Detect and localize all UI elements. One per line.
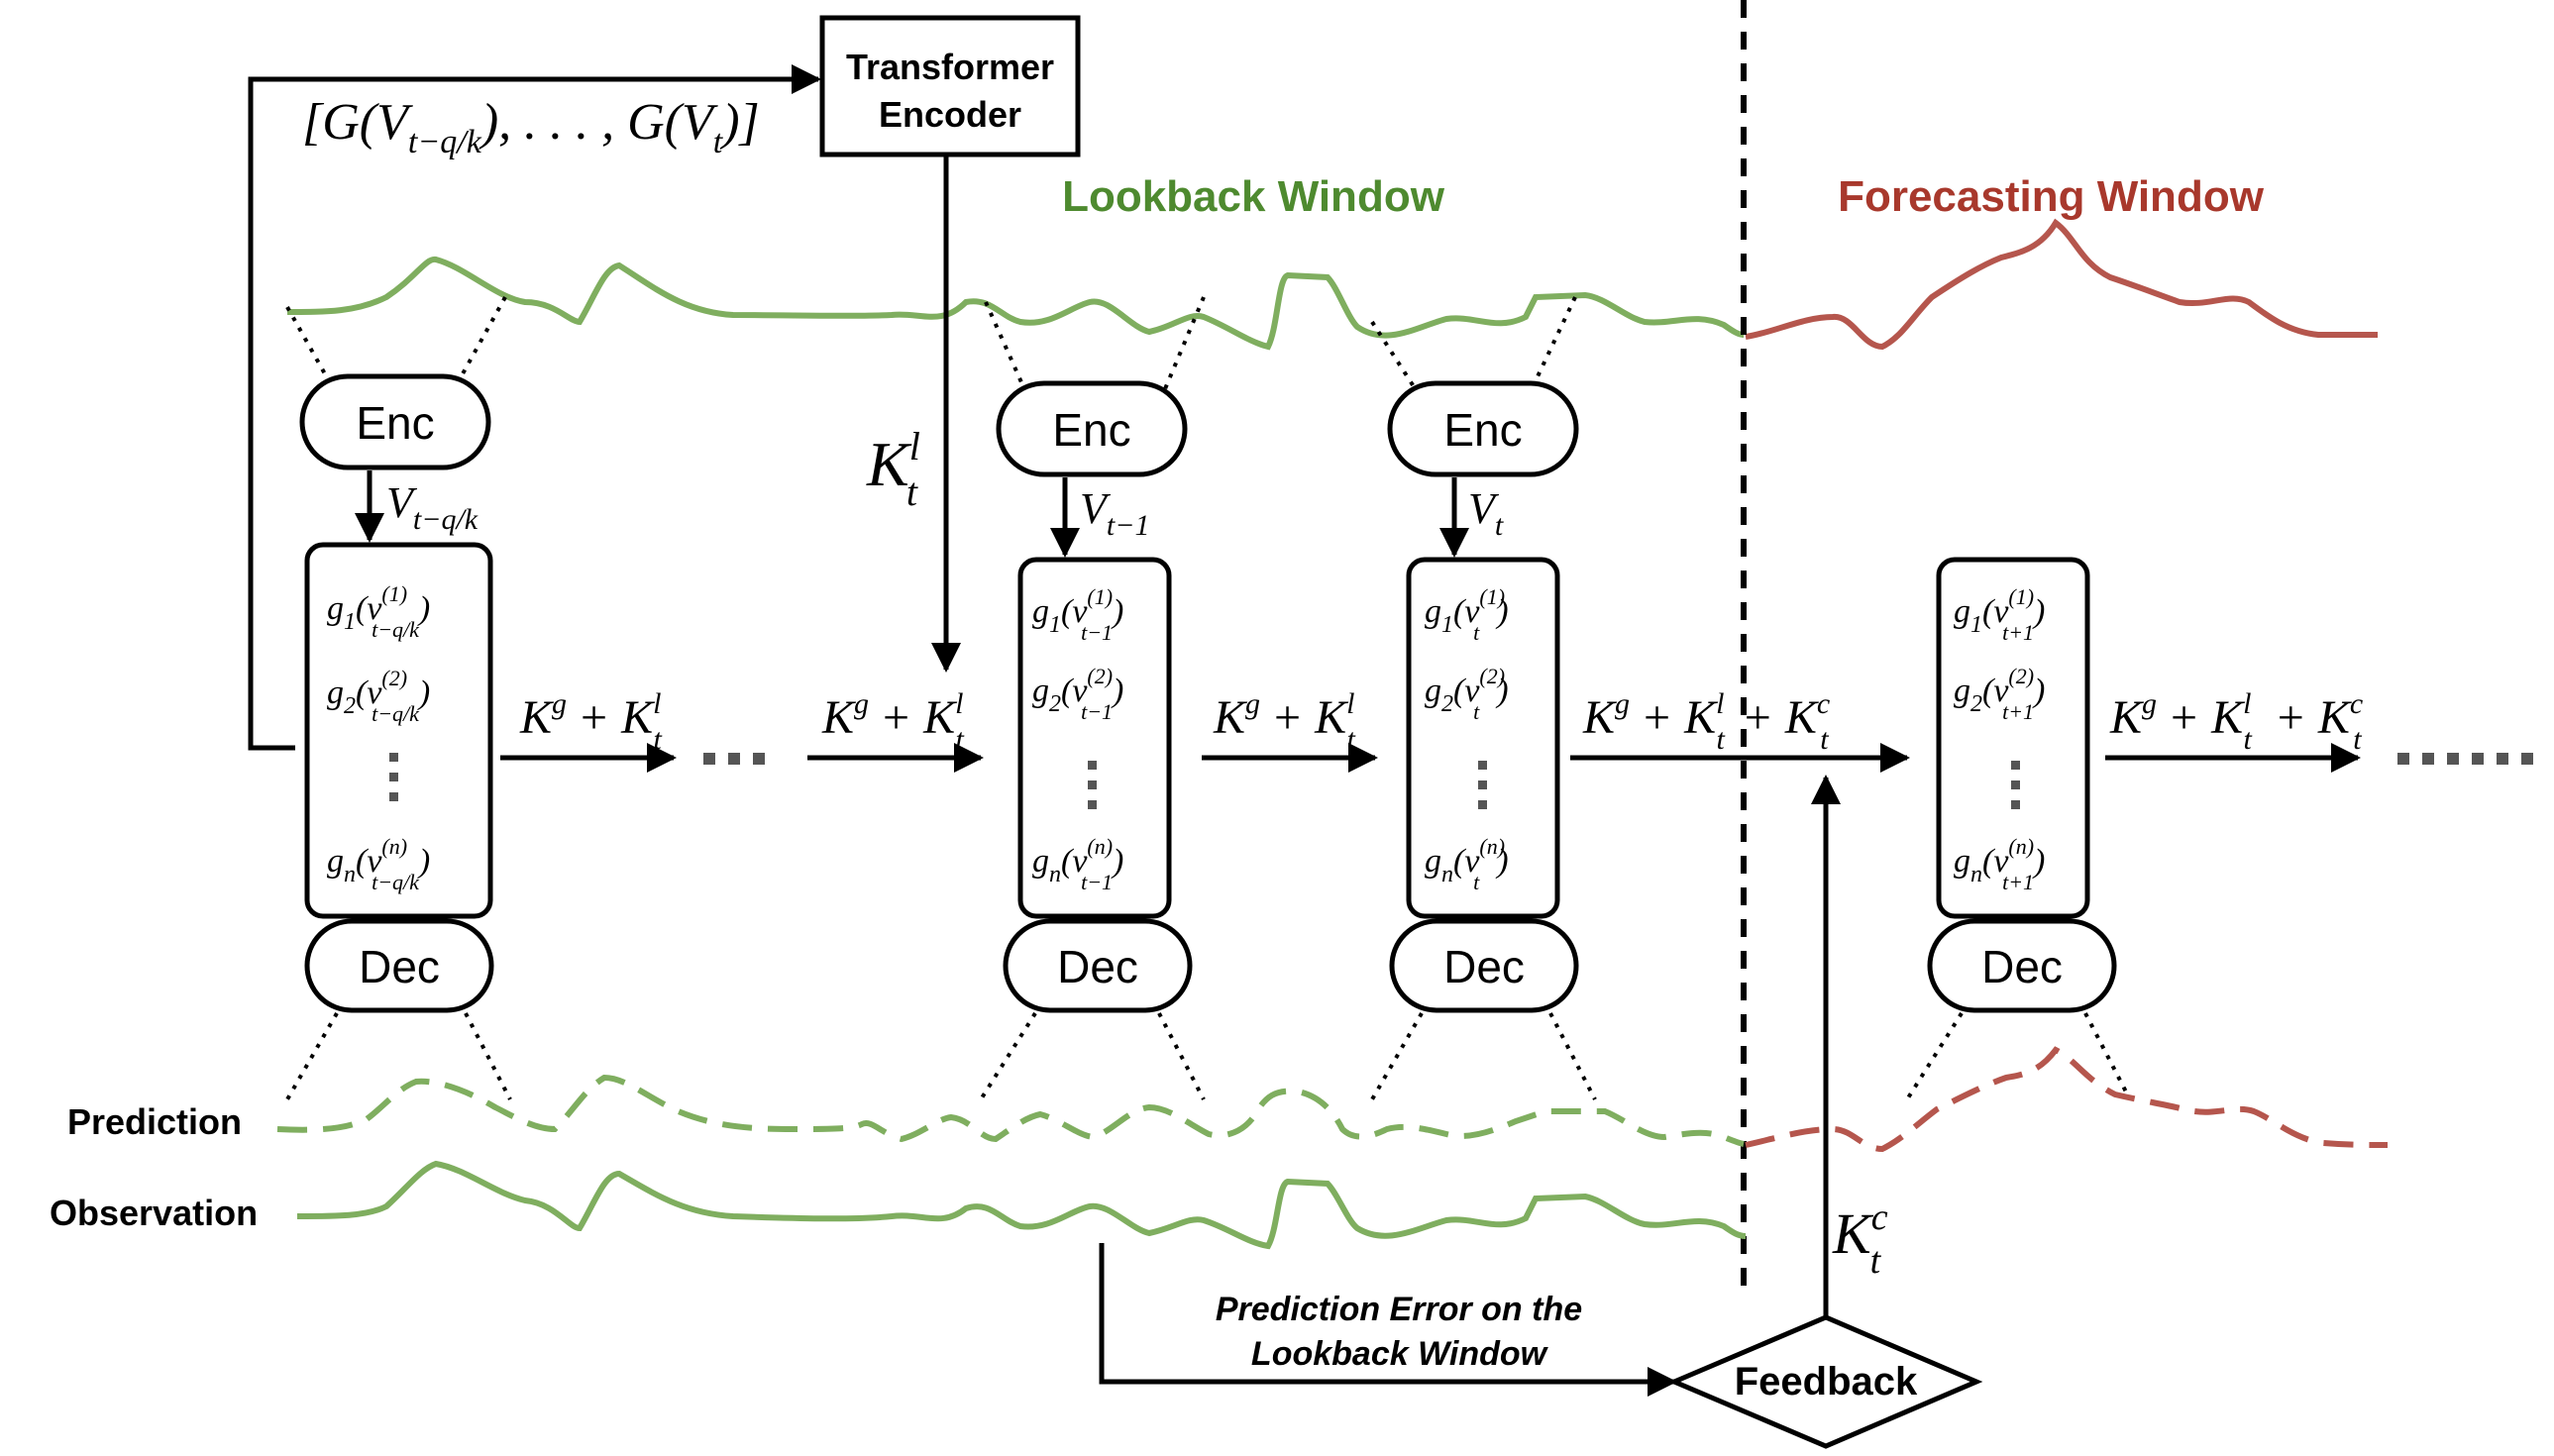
decoder-t-label: Dec — [1443, 941, 1525, 992]
module-stack-tminus1 — [1017, 557, 1172, 919]
module-stack-tplus1 — [1936, 557, 2090, 919]
module-row-n: gn(v(n)t+1) — [1954, 834, 2045, 894]
module-row-2: g2(v(2)t) — [1425, 664, 1509, 724]
decoder-tplus1-label: Dec — [1981, 941, 2063, 992]
module-row-n: gn(v(n)t−q/k) — [327, 834, 430, 894]
block-column-t: Enc Vt g1(v(1)t) g2(v(2)t) gn(v(n)t) Dec — [1387, 380, 1579, 1013]
encoder-projection-lines — [285, 296, 1577, 393]
lookback-observation-series — [296, 1160, 1747, 1250]
encoder-first-label: Enc — [356, 397, 434, 449]
transformer-encoder-label-1: Transformer — [846, 47, 1054, 87]
gap-ellipsis-1 — [703, 753, 765, 765]
forecasting-window-title: Forecasting Window — [1838, 172, 2265, 221]
module-row-1: g1(v(1)t+1) — [1954, 584, 2045, 645]
encoder-t — [1387, 380, 1579, 477]
module-row-1: g1(v(1)t−1) — [1032, 584, 1123, 645]
observation-label: Observation — [50, 1193, 258, 1233]
module-ellipsis — [2011, 761, 2020, 809]
latent-first-label: Vt−q/k — [386, 478, 479, 536]
module-row-2: g2(v(2)t+1) — [1954, 664, 2045, 724]
forecast-input-series — [1745, 218, 2378, 351]
module-ellipsis — [1478, 761, 1487, 809]
transformer-encoder-box — [819, 15, 1081, 157]
history-feed-line — [248, 64, 821, 751]
module-row-2: g2(v(2)t−q/k) — [327, 666, 430, 726]
encoder-first — [299, 373, 491, 470]
module-ellipsis — [389, 753, 398, 801]
decoder-t — [1389, 918, 1579, 1013]
module-stack-t — [1406, 557, 1560, 919]
lookback-prediction-series — [276, 1074, 1745, 1147]
feedback-diamond — [1667, 1314, 1983, 1449]
module-row-1: g1(v(1)t) — [1425, 584, 1509, 645]
error-label-1: Prediction Error on the — [1216, 1291, 1582, 1328]
decoder-tplus1 — [1927, 918, 2117, 1013]
decoder-projection-lines — [285, 1011, 2132, 1101]
gap-ellipsis-2 — [2397, 753, 2533, 765]
block-column-first: Enc Vt−q/k g1(v(1)t−q/k) g2(v(2)t−q/k) g… — [299, 373, 494, 1013]
transformer-encoder-label-2: Encoder — [879, 94, 1021, 135]
encoder-tminus1 — [996, 380, 1188, 477]
decoder-first — [304, 918, 494, 1013]
encoder-tminus1-label: Enc — [1052, 404, 1130, 456]
forecast-prediction-series — [1745, 1046, 2389, 1153]
module-row-n: gn(v(n)t−1) — [1032, 834, 1123, 894]
module-stack-first — [304, 542, 493, 919]
error-path-arrow — [1099, 1243, 1677, 1397]
decoder-tminus1-label: Dec — [1057, 941, 1138, 992]
prediction-label: Prediction — [67, 1101, 242, 1142]
feedback-label: Feedback — [1735, 1360, 1918, 1404]
lookback-input-series — [286, 256, 1745, 351]
decoder-first-label: Dec — [359, 941, 440, 992]
module-row-1: g1(v(1)t−q/k) — [327, 581, 430, 642]
block-column-tminus1: Enc Vt−1 g1(v(1)t−1) g2(v(2)t−1) gn(v(n)… — [996, 380, 1193, 1013]
module-row-2: g2(v(2)t−1) — [1032, 664, 1123, 724]
module-ellipsis — [1088, 761, 1097, 809]
block-column-tplus1: g1(v(1)t+1) g2(v(2)t+1) gn(v(n)t+1) Dec — [1927, 557, 2117, 1013]
module-row-n: gn(v(n)t) — [1425, 834, 1509, 894]
encoder-t-label: Enc — [1443, 404, 1522, 456]
latent-tminus1-label: Vt−1 — [1080, 484, 1149, 542]
history-sequence-label: [G(Vt−q/k), . . . , G(Vt)] — [302, 94, 760, 160]
latent-t-label: Vt — [1468, 484, 1504, 542]
decoder-tminus1 — [1003, 918, 1193, 1013]
error-label-2: Lookback Window — [1251, 1335, 1549, 1373]
lookback-window-title: Lookback Window — [1062, 172, 1445, 221]
